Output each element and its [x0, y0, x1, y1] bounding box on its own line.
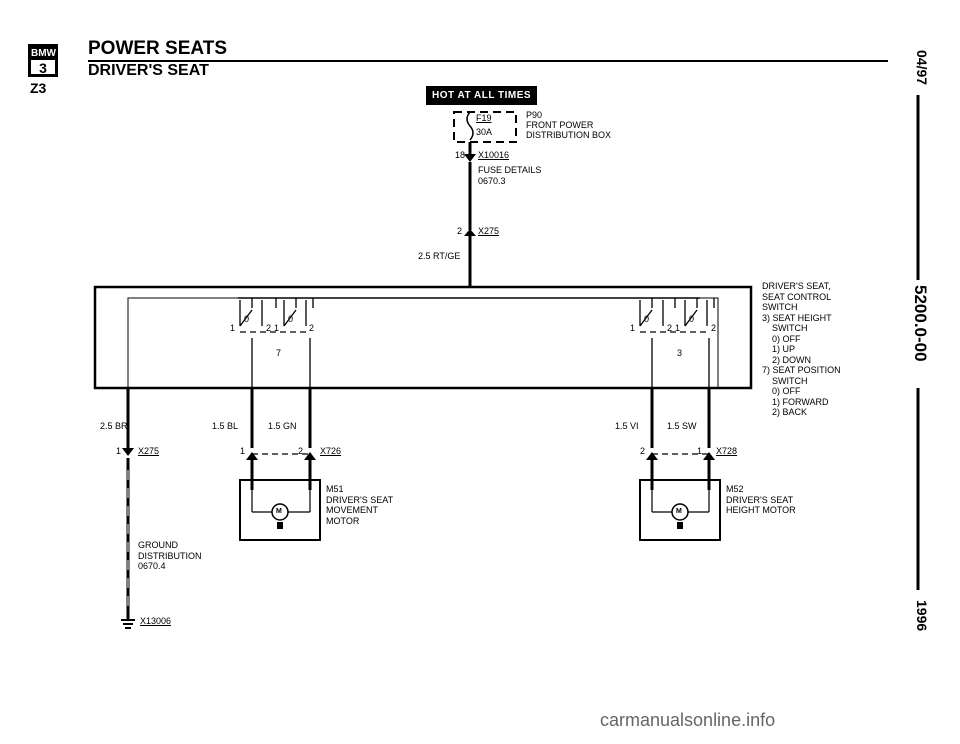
x728-connector-id: X728 — [716, 446, 738, 456]
fuse-details-2: 0670.3 — [478, 176, 506, 186]
right-switch-group — [639, 298, 715, 388]
motor-left-internal — [251, 490, 311, 513]
x726-pin-1: 1 — [240, 446, 246, 456]
right-a-pos-2: 2 — [667, 323, 673, 333]
left-b-pos-1: 1 — [274, 323, 280, 333]
ground-connector-marker — [122, 448, 134, 456]
motor-right-label: M52 DRIVER'S SEAT HEIGHT MOTOR — [726, 484, 796, 515]
left-switch-number: 7 — [276, 348, 282, 358]
motor-left-m: M — [276, 508, 282, 515]
motor-left-wire-2: 1.5 GN — [268, 421, 297, 431]
right-a-pos-1: 1 — [630, 323, 636, 333]
motor-left-label: M51 DRIVER'S SEAT MOVEMENT MOTOR — [326, 484, 394, 526]
ground-connector-id: X275 — [138, 446, 160, 456]
connector-top-marker — [464, 154, 476, 162]
fuse-details-1: FUSE DETAILS — [478, 165, 542, 175]
bmw-logo: BMW 3 — [28, 44, 58, 77]
motor-left-terminal — [277, 522, 283, 529]
header-rule — [88, 60, 888, 62]
motor-right-terminal — [677, 522, 683, 529]
fuse-id: F19 — [476, 113, 492, 123]
left-b-pos-2: 2 — [309, 323, 315, 333]
fuse-box-outline — [453, 111, 517, 143]
connector-top-id: X10016 — [478, 150, 510, 160]
left-a-pos-1: 1 — [230, 323, 236, 333]
fuse-symbol — [466, 111, 474, 141]
motor-right-internal — [651, 490, 710, 513]
motor-right-symbol — [671, 503, 689, 521]
box-name-2: DISTRIBUTION BOX — [526, 130, 612, 140]
watermark: carmanualsonline.info — [600, 710, 776, 730]
connector-mid-marker — [464, 229, 476, 236]
box-name-1: FRONT POWER — [526, 120, 594, 130]
x726-marker-1 — [246, 452, 258, 460]
connector-top-pin: 18 — [455, 150, 466, 160]
fuse-rating: 30A — [476, 127, 493, 137]
motor-right-wires — [650, 388, 711, 490]
right-b-pos-0: 0 — [689, 314, 695, 324]
motor-right-box — [639, 479, 721, 541]
motor-right-m: M — [676, 508, 682, 515]
motor-left-wires — [250, 388, 312, 490]
x728-marker-1 — [646, 452, 658, 460]
x726-marker-2 — [304, 452, 316, 460]
ground-wire-label: 2.5 BR — [100, 421, 128, 431]
page-title: POWER SEATS — [88, 38, 227, 59]
ground-point-id: X13006 — [140, 616, 172, 626]
connector-mid-id: X275 — [478, 226, 500, 236]
x726-connector-id: X726 — [320, 446, 342, 456]
switch-inner-frame — [127, 297, 719, 389]
right-a-pos-0: 0 — [644, 314, 650, 324]
logo-brand: BMW — [31, 47, 56, 60]
left-a-pos-0: 0 — [244, 314, 250, 324]
motor-left-wire-1: 1.5 BL — [212, 421, 239, 431]
ground-symbol — [121, 619, 135, 629]
box-id: P90 — [526, 110, 543, 120]
x728-marker-2 — [703, 452, 715, 460]
left-switch-group — [239, 298, 314, 388]
switch-description: DRIVER'S SEAT, SEAT CONTROL SWITCH 3) SE… — [762, 281, 841, 417]
left-b-pos-0: 0 — [288, 314, 294, 324]
wire-feed-label: 2.5 RT/GE — [418, 251, 461, 261]
ground-pin: 1 — [116, 446, 122, 456]
right-b-pos-2: 2 — [711, 323, 717, 333]
x726-pin-2: 2 — [298, 446, 304, 456]
motor-left-box — [239, 479, 321, 541]
model-label: Z3 — [30, 80, 47, 96]
page-subtitle: DRIVER'S SEAT — [88, 62, 209, 79]
motor-left-symbol — [271, 503, 289, 521]
right-switch-number: 3 — [677, 348, 683, 358]
x728-pin-1: 2 — [640, 446, 646, 456]
ground-distribution-label: GROUND DISTRIBUTION 0670.4 — [138, 540, 202, 571]
connector-mid-pin: 2 — [457, 226, 463, 236]
logo-series: 3 — [39, 60, 47, 76]
motor-right-wire-2: 1.5 SW — [667, 421, 697, 431]
left-a-pos-2: 2 — [266, 323, 272, 333]
hot-at-all-times-banner: HOT AT ALL TIMES — [426, 86, 538, 105]
motor-right-wire-1: 1.5 VI — [615, 421, 639, 431]
x728-pin-2: 1 — [697, 446, 703, 456]
right-b-pos-1: 1 — [675, 323, 681, 333]
